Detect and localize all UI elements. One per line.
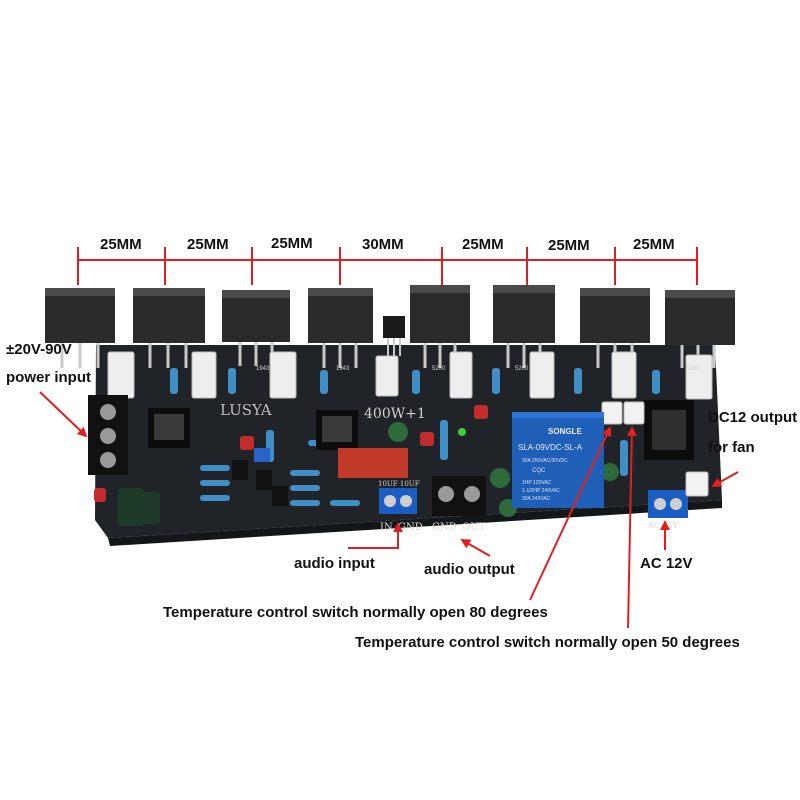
arrow-audio-output — [460, 539, 491, 557]
in-silkscreen: IN — [380, 522, 393, 533]
electrolytic-capacitors — [118, 422, 619, 526]
power-input-label: power input — [6, 369, 91, 386]
arrow-audio-input — [348, 522, 403, 549]
ceramic-resistors — [107, 351, 713, 400]
ac12v-label: AC 12V — [640, 555, 693, 572]
dimension-label-2: 25MM — [187, 236, 229, 253]
ac12v-terminal — [648, 490, 688, 518]
transistor-code-4: 5200 — [515, 366, 529, 372]
power-voltage-label: ±20V-90V — [6, 341, 72, 358]
small-components — [94, 405, 488, 506]
pcb-edge — [108, 500, 722, 546]
transistor-code-2: 1943 — [336, 366, 350, 372]
dimension-label-3: 25MM — [271, 235, 313, 252]
relay-model: SLA-09VDC-SL-A — [518, 443, 583, 452]
relay — [512, 412, 604, 508]
film-capacitor — [338, 448, 408, 478]
arrow-temp50 — [626, 426, 637, 629]
dc12-output-label: DC12 output — [708, 409, 798, 426]
gnd-out-silkscreen: GND — [432, 522, 457, 533]
transistor-2 — [133, 288, 205, 368]
transistor-6 — [493, 285, 555, 368]
small-transistor — [383, 316, 405, 356]
audio-input-label: audio input — [294, 555, 375, 572]
audio-output-label: audio output — [424, 561, 515, 578]
ac12v-silkscreen: AC 12V — [647, 521, 679, 530]
dimension-label-4: 30MM — [362, 236, 404, 253]
relay-spec-3: 1HP 120VAC — [522, 480, 552, 486]
model-silkscreen: 400W+1 — [364, 406, 426, 422]
cap-silkscreen: 10UF 10UF — [378, 480, 420, 488]
transistor-code-1: 1943 — [256, 366, 270, 372]
power-transistors — [45, 285, 735, 368]
regulators — [148, 400, 694, 460]
arrow-temp80 — [529, 426, 612, 601]
transistor-1 — [45, 288, 115, 368]
white-connectors — [601, 401, 709, 497]
temp80-label: Temperature control switch normally open… — [163, 604, 548, 621]
audio-input-terminal — [379, 488, 417, 514]
dimension-label-1: 25MM — [100, 236, 142, 253]
transistor-code-3: 5200 — [432, 366, 446, 372]
transistor-code-5: 5200 — [686, 366, 700, 372]
relay-spec-5: 30A 240VAC — [522, 496, 551, 502]
dimension-label-6: 25MM — [548, 237, 590, 254]
annotation-arrows — [39, 391, 739, 629]
transistor-8 — [665, 290, 735, 368]
relay-spec-2: CQC — [532, 468, 546, 474]
relay-brand: SONGLE — [548, 427, 582, 436]
transistor-5 — [410, 285, 470, 368]
arrow-power-input — [39, 391, 88, 438]
gnd-in-silkscreen: GND — [398, 522, 423, 533]
audio-output-terminal — [432, 476, 486, 516]
dimension-label-5: 25MM — [462, 236, 504, 253]
relay-spec-1: 30A 250VAC/30VDC — [522, 458, 568, 464]
transistor-3 — [222, 290, 290, 366]
relay-spec-4: 1-1/2HP 240VAC — [522, 488, 560, 494]
transistor-4 — [308, 288, 373, 368]
out-silkscreen: OUT — [462, 522, 486, 533]
temp50-label: Temperature control switch normally open… — [355, 634, 740, 651]
brand-silkscreen: LUSYA — [220, 401, 272, 419]
dimension-label-7: 25MM — [633, 236, 675, 253]
for-fan-label: for fan — [708, 439, 755, 456]
arrow-fan-output — [711, 471, 739, 487]
power-terminal — [88, 395, 128, 475]
dimension-line — [77, 247, 698, 285]
